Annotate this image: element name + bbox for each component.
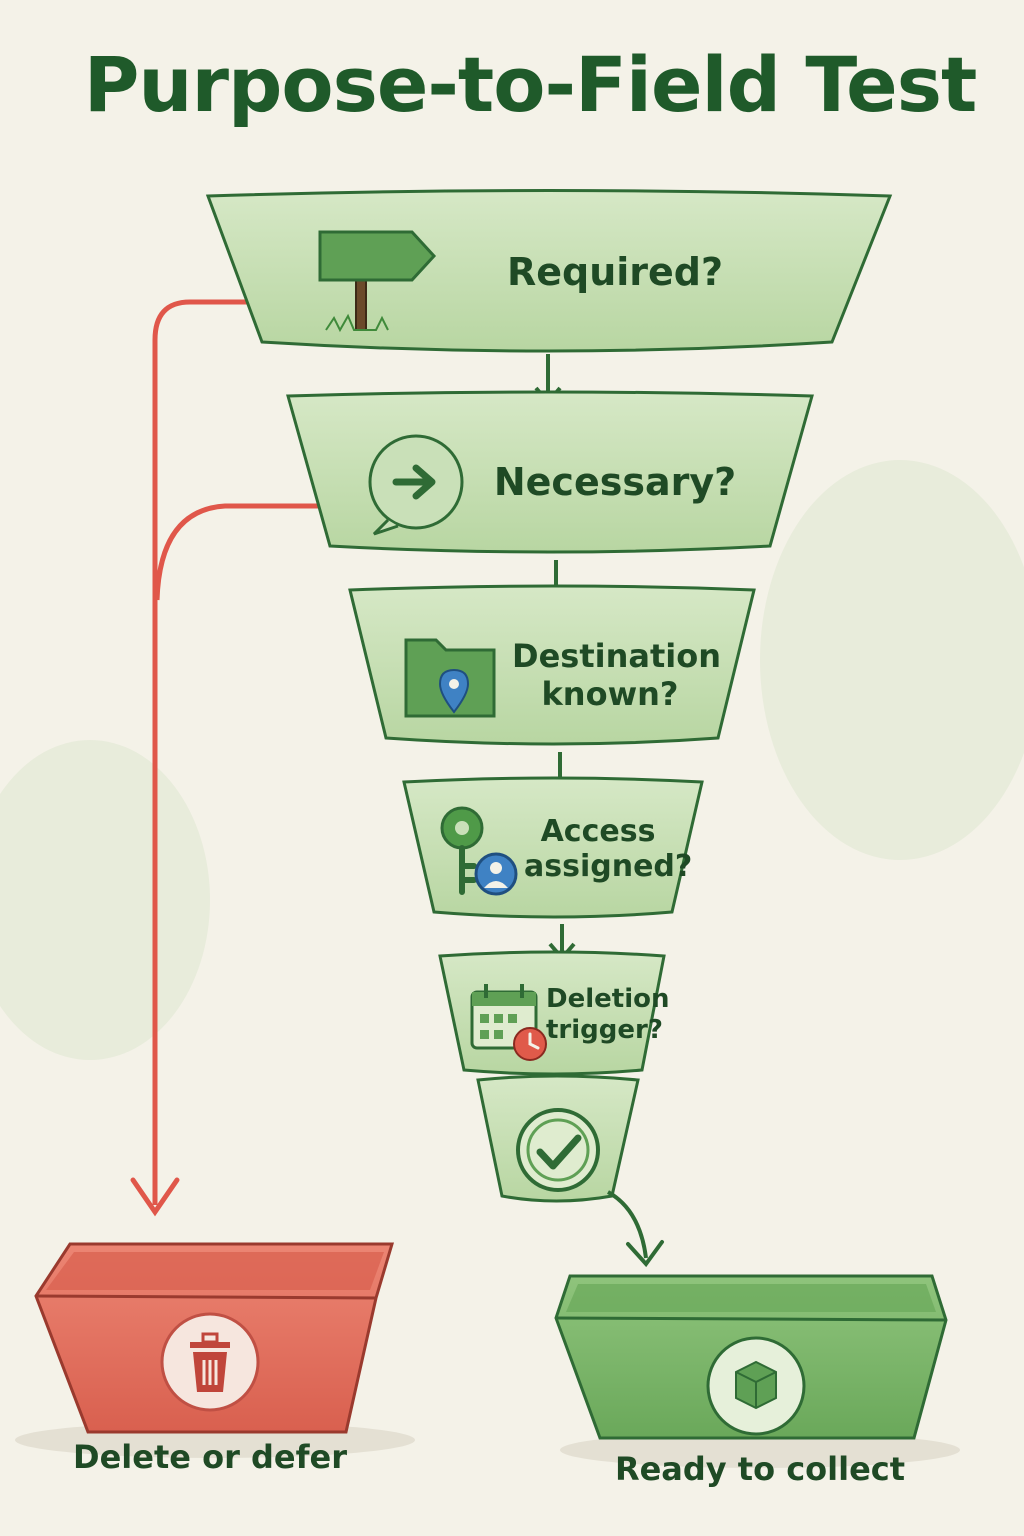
accept-arrow <box>606 1190 648 1259</box>
stage-label-required: Required? <box>506 250 724 294</box>
reject-arrow-head <box>130 1177 180 1217</box>
checkmark-circle-icon <box>516 1108 600 1192</box>
key-user-icon <box>440 806 518 896</box>
accept-arrow-head <box>626 1240 664 1268</box>
reject-arrow-branch <box>154 503 322 601</box>
box-icon <box>706 1336 806 1436</box>
stage-label-necessary: Necessary? <box>493 460 737 504</box>
reject-label: Delete or defer <box>73 1438 347 1476</box>
stage-label-destination: Destination known? <box>512 637 721 713</box>
reject-arrow-main <box>152 299 250 1205</box>
background-wash <box>0 740 210 1060</box>
trash-icon <box>160 1312 260 1412</box>
funnel-final <box>476 1074 640 1203</box>
folder-location-icon <box>404 638 496 718</box>
stage-label-deletion: Deletion trigger? <box>546 984 670 1045</box>
background-wash <box>760 460 1024 860</box>
signpost-icon <box>318 230 437 333</box>
funnel-stage-1 <box>205 189 893 353</box>
speech-bubble-arrow-icon <box>368 434 464 536</box>
calendar-clock-icon <box>470 984 547 1061</box>
page-title: Purpose-to-Field Test <box>83 40 978 129</box>
funnel-stage-4 <box>402 776 704 919</box>
reject-bin <box>15 1242 415 1458</box>
funnel-stage-2 <box>286 390 814 554</box>
accept-bin <box>554 1274 960 1468</box>
accept-label: Ready to collect <box>614 1450 906 1488</box>
funnel-stage-5 <box>438 950 666 1076</box>
stage-label-access: Access assigned? <box>524 814 693 885</box>
funnel-stage-3 <box>348 584 756 746</box>
